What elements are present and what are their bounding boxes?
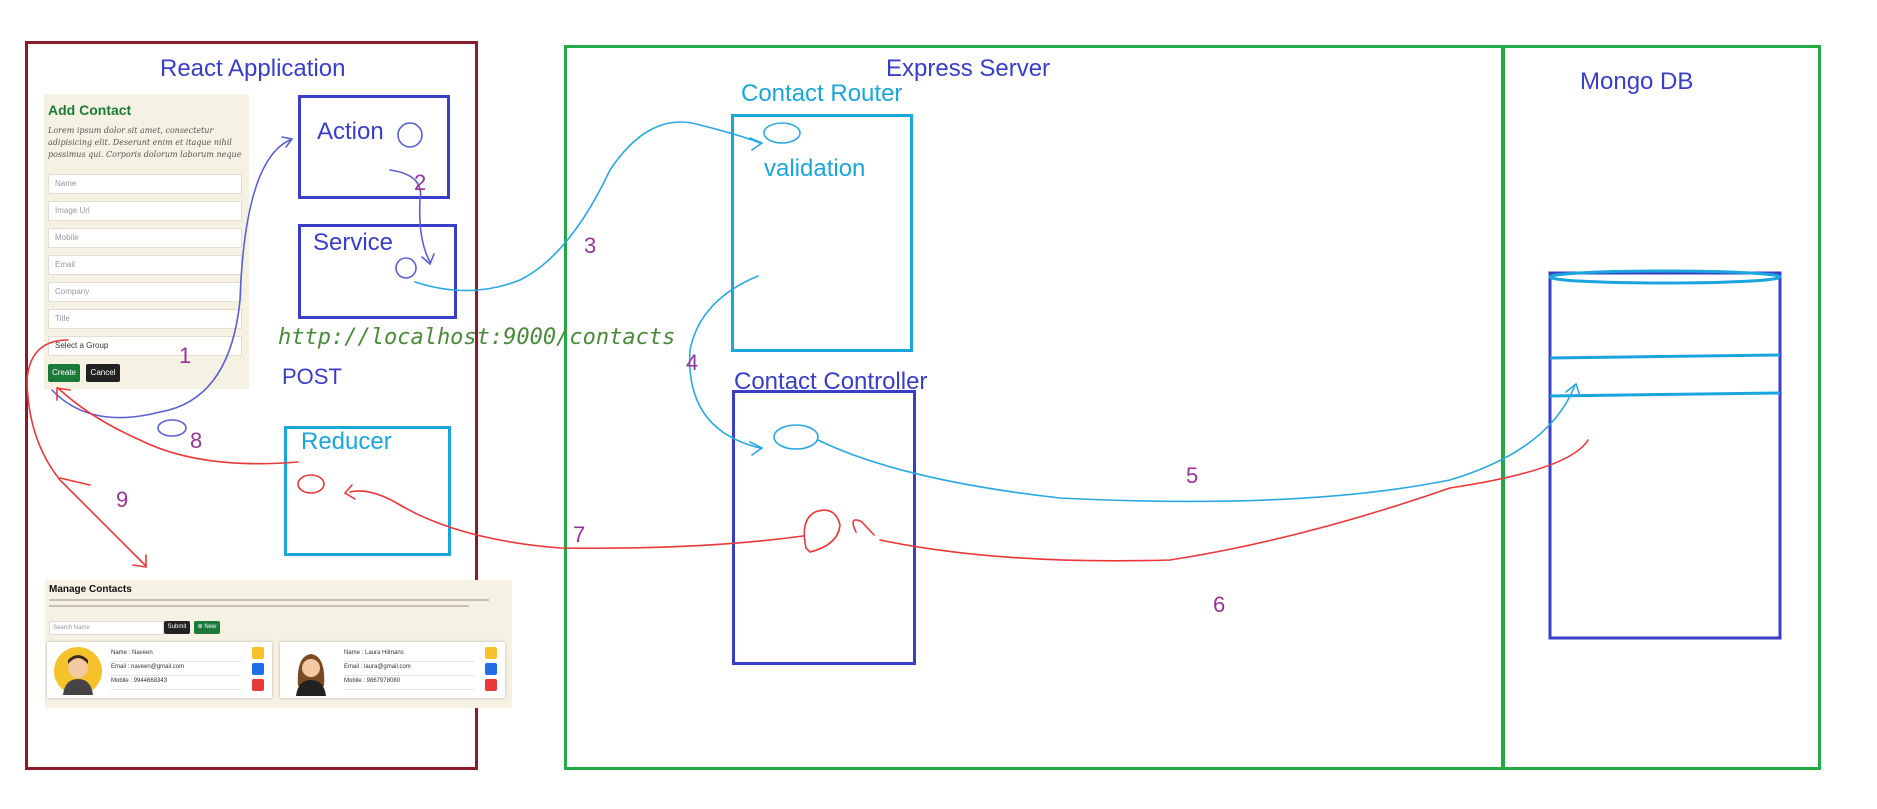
action-label: Action: [317, 118, 384, 145]
contact-controller-box: [732, 390, 916, 665]
contact-email: Email : laura@gmail.com: [344, 664, 474, 676]
flow-arrowhead-6: [852, 519, 875, 536]
new-button-label: New: [204, 624, 217, 630]
description-placeholder: [49, 599, 489, 607]
contact-card: Name : Laura Hilmans Email : laura@gmail…: [280, 642, 505, 698]
flow-arrow-4: [688, 275, 761, 449]
url-label: http://localhost:9000/contacts: [278, 325, 676, 350]
flow-arrowhead-4: [749, 441, 764, 456]
flow-arrow-7: [349, 490, 804, 550]
database-cylinder-icon: [1548, 269, 1782, 640]
flow-arrow-8: [57, 387, 299, 465]
action-box: [298, 95, 450, 199]
manage-contacts-description: [49, 597, 509, 613]
manage-contacts-title: Manage Contacts: [49, 584, 132, 595]
flow-arrow-9: [26, 339, 146, 566]
service-box: [298, 224, 457, 319]
search-input[interactable]: Search Name: [49, 621, 164, 635]
step-number-9: 9: [116, 487, 129, 512]
flow-arrowhead-5: [1565, 382, 1581, 397]
method-label: POST: [282, 364, 342, 389]
view-icon[interactable]: [485, 647, 497, 659]
contact-card: Name : Naveen Email : naveen@gmail.com M…: [47, 642, 272, 698]
company-field[interactable]: Company: [48, 282, 242, 302]
mongo-db-title: Mongo DB: [1580, 68, 1694, 95]
submit-button[interactable]: Submit: [164, 621, 190, 634]
express-server-title: Express Server: [886, 55, 1051, 82]
flow-arrow-6: [879, 439, 1589, 562]
controller-return-scribble-icon: [803, 509, 841, 553]
router-scribble-icon: [763, 122, 801, 144]
controller-scribble-icon: [773, 424, 819, 450]
action-scribble-icon: [397, 122, 423, 148]
contact-name: Name : Laura Hilmans: [344, 650, 474, 662]
delete-icon[interactable]: [252, 679, 264, 691]
contact-mobile: Mobile : 9944668343: [111, 678, 241, 690]
reducer-label: Reducer: [301, 428, 392, 455]
flow-arrow-3: [414, 121, 761, 292]
step-number-3: 3: [584, 233, 597, 258]
view-icon[interactable]: [252, 647, 264, 659]
flow-arrowhead-9: [132, 554, 147, 568]
flow-arrow-9-branch: [59, 477, 91, 486]
validation-label: validation: [764, 155, 866, 182]
contact-mobile: Mobile : 9867978080: [344, 678, 474, 690]
contact-router-box: [731, 114, 913, 352]
cancel-button[interactable]: Cancel: [86, 364, 120, 382]
name-field[interactable]: Name: [48, 174, 242, 194]
step-number-5: 5: [1186, 463, 1199, 488]
step-number-7: 7: [573, 522, 586, 547]
add-contact-title: Add Contact: [48, 102, 132, 118]
male-avatar-icon: [54, 647, 102, 695]
service-label: Service: [313, 229, 394, 256]
contact-name: Name : Naveen: [111, 650, 241, 662]
flow-arrowhead-3: [749, 137, 764, 151]
edit-icon[interactable]: [252, 663, 264, 675]
react-application-title: React Application: [160, 55, 346, 82]
flow-arrow-5: [817, 384, 1576, 503]
mongo-db-panel: [1502, 45, 1821, 770]
plus-icon: ⊕: [197, 624, 203, 630]
create-button[interactable]: Create: [48, 364, 80, 382]
reducer-scribble-icon: [297, 474, 325, 494]
service-scribble-icon: [395, 257, 417, 279]
create-scribble-icon: [157, 419, 187, 437]
step-number-1: 1: [179, 343, 192, 368]
delete-icon[interactable]: [485, 679, 497, 691]
step-number-4: 4: [686, 350, 699, 375]
new-button[interactable]: ⊕ New: [194, 621, 220, 634]
image-url-field[interactable]: Image Url: [48, 201, 242, 221]
add-contact-description: Lorem ipsum dolor sit amet, consectetur …: [48, 126, 242, 159]
add-contact-form: Add Contact Lorem ipsum dolor sit amet, …: [44, 94, 249, 389]
flow-arrowhead-2: [421, 253, 435, 266]
step-number-6: 6: [1213, 592, 1226, 617]
reducer-box: [284, 426, 451, 556]
edit-icon[interactable]: [485, 663, 497, 675]
manage-contacts-panel: Manage Contacts Search Name Submit ⊕ New…: [45, 580, 512, 708]
group-select[interactable]: Select a Group: [48, 336, 242, 356]
flow-arrowhead-8: [56, 387, 71, 401]
flow-arrowhead-1: [281, 136, 294, 148]
mobile-field[interactable]: Mobile: [48, 228, 242, 248]
step-number-8: 8: [190, 428, 203, 453]
step-number-2: 2: [414, 170, 427, 195]
react-application-panel: [25, 41, 478, 770]
contact-email: Email : naveen@gmail.com: [111, 664, 241, 676]
title-field[interactable]: Title: [48, 309, 242, 329]
flow-arrow-2: [389, 169, 431, 263]
female-avatar-icon: [296, 654, 326, 696]
flow-arrowhead-7: [343, 484, 356, 500]
flow-arrow-1: [51, 139, 291, 419]
contact-router-title: Contact Router: [741, 80, 903, 107]
